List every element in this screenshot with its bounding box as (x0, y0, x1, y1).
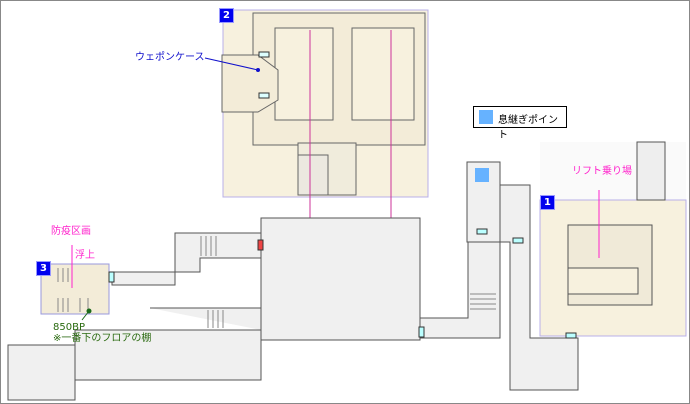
lift-area-label: リフト乗り場 (572, 166, 632, 177)
weapon-case-label: ウェポンケース (135, 52, 205, 63)
surface-label: 浮上 (75, 250, 95, 261)
door (565, 332, 577, 339)
door (258, 92, 270, 99)
area-2-rooms (221, 12, 426, 196)
weapon-case-leader (204, 57, 259, 71)
area-badge-1: 1 (540, 195, 555, 210)
area-badge-3: 3 (36, 261, 51, 276)
tower (636, 141, 666, 201)
door (108, 271, 115, 283)
area-badge-2: 2 (219, 8, 234, 23)
legend-label: 息継ぎポイント (498, 115, 558, 141)
area-3-panel (40, 263, 110, 315)
breathing-point-marker (475, 168, 489, 182)
door (418, 326, 425, 338)
floor-rooms (7, 161, 579, 401)
item-name-label: 850BP (53, 322, 85, 333)
breathing-point-swatch (479, 110, 493, 124)
stairs (57, 236, 496, 328)
door (258, 51, 270, 58)
item-note-label: ※一番下のフロアの棚 (53, 333, 152, 344)
quarantine-label: 防疫区画 (51, 226, 91, 237)
door (476, 228, 488, 235)
locked-door (257, 239, 264, 251)
legend: 息継ぎポイント (473, 106, 567, 141)
door (512, 237, 524, 244)
